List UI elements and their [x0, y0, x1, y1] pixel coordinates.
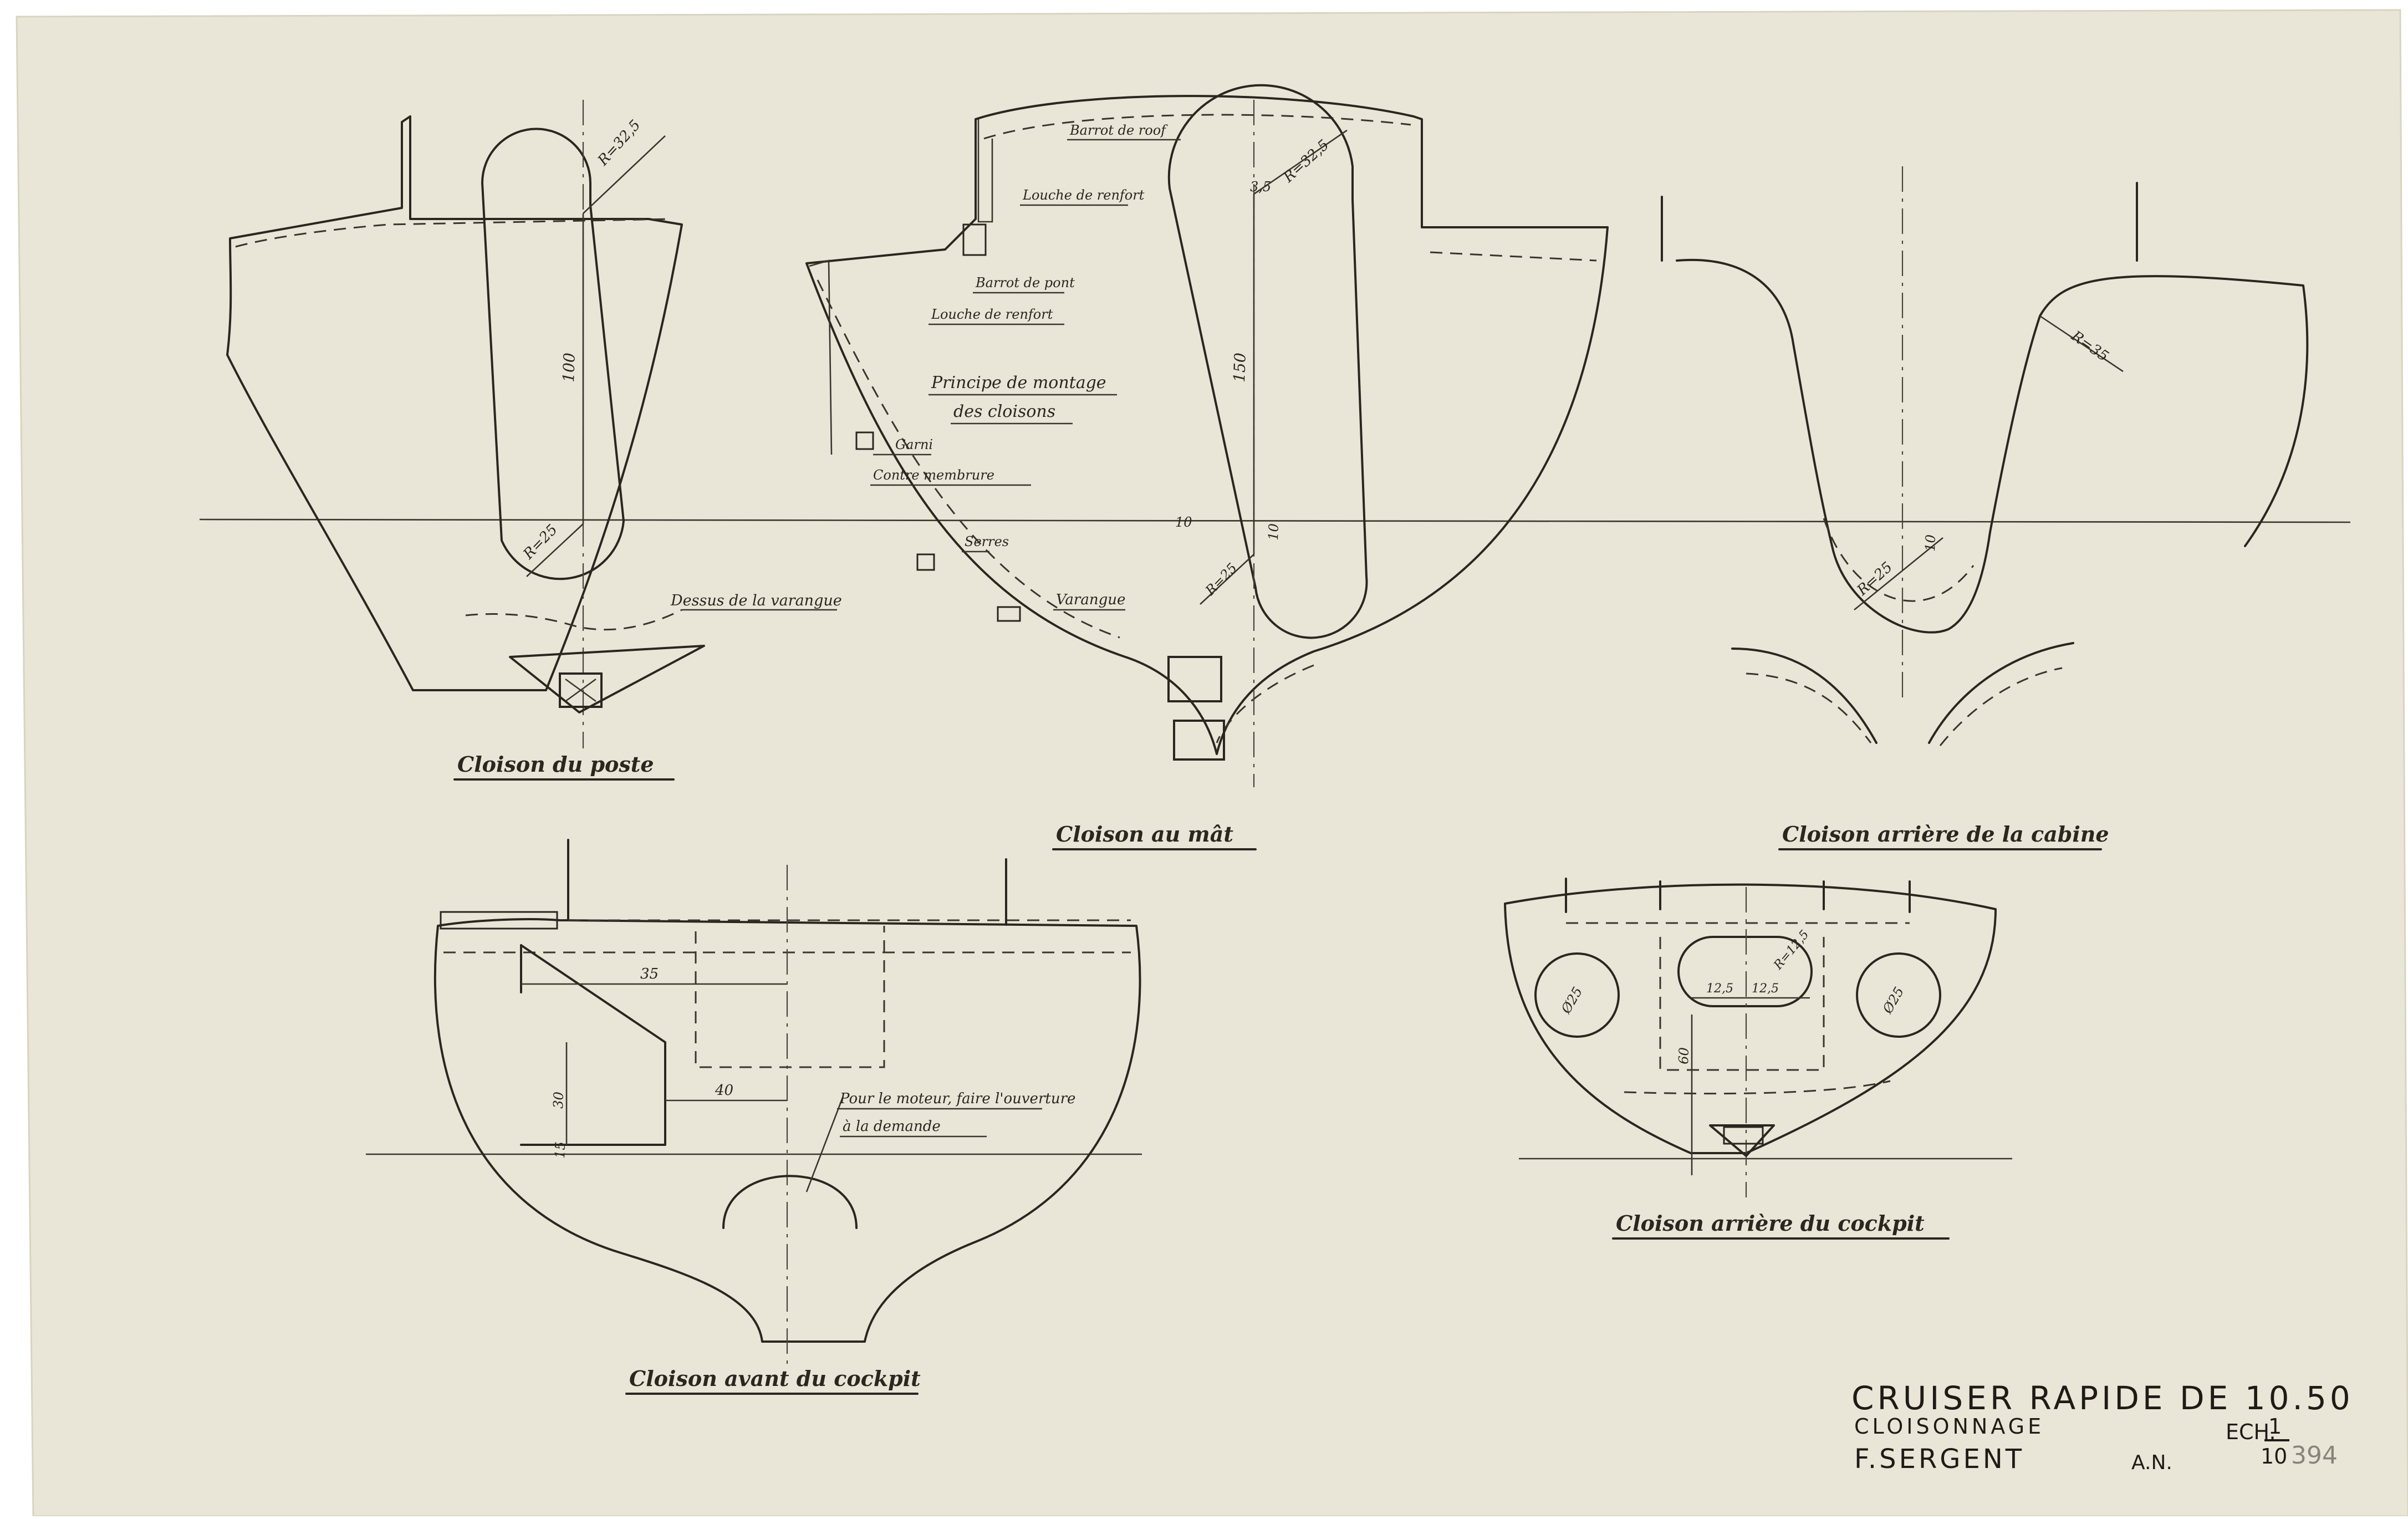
cockpit-arriere-opening [1677, 936, 1813, 1007]
view-cloison-arriere-cockpit: Ø25 Ø25 12,5 12,5 R=12,5 60 Cloison arri… [1504, 878, 2012, 1240]
view-cloison-au-mat: R=32,5 3,5 150 10 10 R=25 Barrot de roof… [805, 84, 1609, 850]
mat-block-2 [916, 553, 935, 571]
mat-note-principe-2: des cloisons [953, 402, 1055, 421]
initials-text: A.N. [2131, 1451, 2172, 1474]
mat-note-principe-1: Principe de montage [931, 373, 1106, 393]
title-text: CRUISER RAPIDE DE 10.50 [1851, 1379, 2354, 1417]
cockpit-avant-engine-arch [722, 1175, 858, 1229]
subtitle-text: CLOISONNAGE [1854, 1414, 2044, 1439]
author-text: F.SERGENT [1854, 1444, 2024, 1475]
cockpit-avant-dim-40-label: 40 [715, 1082, 733, 1099]
mat-keel-top [1167, 656, 1222, 702]
cockpit-arriere-bottom-dash [1624, 1080, 1891, 1095]
mat-opening [1167, 84, 1368, 639]
cockpit-avant-note-leader [805, 1097, 844, 1192]
mat-block-3 [997, 606, 1021, 622]
cockpit-arriere-box-dash [1659, 937, 1825, 1071]
poste-varangue-note: Dessus de la varangue [670, 592, 842, 609]
cockpit-arriere-dim-height-label: 60 [1676, 1047, 1692, 1065]
cockpit-avant-cutout [520, 944, 666, 1146]
mat-dim-rtop [1253, 129, 1348, 195]
scale-denominator: 10 [2261, 1444, 2287, 1469]
poste-dim-rtop [583, 135, 666, 214]
scale-numerator: 1 [2268, 1414, 2282, 1439]
poste-keel-section [559, 672, 603, 708]
poste-opening [481, 128, 625, 580]
poste-keel-hatch [565, 678, 596, 702]
cabine-left-cheek [1676, 258, 1833, 547]
mat-note-louche-2: Louche de renfort [931, 307, 1053, 322]
mat-roof-beam [977, 119, 993, 223]
cabine-caption: Cloison arrière de la cabine [1782, 822, 2109, 847]
cabine-dim-offset: 10 [1922, 534, 1938, 552]
cockpit-avant-dim-30-label: 30 [550, 1092, 567, 1109]
cockpit-avant-dim-35-label: 35 [640, 966, 659, 982]
poste-outline [226, 115, 683, 691]
cockpit-arriere-dim-half-left: 12,5 [1706, 982, 1733, 996]
poste-caption: Cloison du poste [457, 752, 654, 777]
cockpit-arriere-port-right [1856, 952, 1941, 1038]
view-cloison-avant-cockpit: 35 40 30 15 Pour le moteur, faire l'ouve… [366, 839, 1142, 1395]
cabine-dim-rbot [1854, 537, 1943, 611]
poste-deck-line [235, 218, 671, 248]
cabine-keel-right [1928, 642, 2074, 744]
poste-varangue-line [465, 609, 682, 631]
cabine-keel-left-dash [1746, 672, 1872, 743]
cockpit-arriere-port-left [1534, 952, 1620, 1038]
mat-dim-offset-top: 3,5 [1250, 179, 1271, 195]
mat-note-varangue: Varangue [1056, 592, 1125, 608]
cockpit-arriere-keel-section [1723, 1126, 1764, 1145]
cockpit-arriere-outline [1504, 883, 1997, 1154]
cockpit-avant-dim-15-label: 15 [552, 1141, 568, 1159]
poste-dim-rbot [526, 523, 584, 577]
mat-caption: Cloison au mât [1056, 822, 1233, 847]
title-block: CRUISER RAPIDE DE 10.50 CLOISONNAGE ECH.… [1851, 1379, 2354, 1475]
poste-dim-height-label: 100 [559, 353, 579, 383]
cabine-keel-left [1731, 648, 1878, 744]
cockpit-avant-outline [433, 918, 1141, 1343]
mat-note-garni: Garni [895, 437, 933, 452]
mat-dim-rbot [1200, 554, 1254, 605]
cabine-inner-dash [1823, 518, 1975, 602]
mat-dim-height-label: 150 [1230, 353, 1249, 383]
poste-keel-block [509, 645, 705, 713]
cabine-dim-rtop [2039, 315, 2124, 373]
mat-note-barrot-pont: Barrot de pont [975, 275, 1075, 290]
mat-clamp [809, 259, 833, 455]
cockpit-avant-box-dash [695, 926, 885, 1068]
mat-dim-offset-mid: 10 [1175, 514, 1192, 530]
cabine-cutout [1831, 275, 2309, 634]
mat-note-serres: Serres [965, 534, 1009, 549]
mat-note-contre: Contre membrure [873, 467, 994, 483]
stock-number: 394 [2291, 1441, 2338, 1470]
cockpit-arriere-dim-half-right: 12,5 [1752, 982, 1779, 996]
mat-dim-offset-bottom: 10 [1266, 523, 1282, 541]
paper [16, 9, 2408, 1517]
mat-outline [805, 95, 1609, 755]
cockpit-arriere-keel-block [1709, 1124, 1775, 1157]
mat-roof-dash [983, 114, 1411, 140]
mat-note-louche-1: Louche de renfort [1022, 187, 1145, 203]
mat-deck-beam [962, 223, 987, 256]
cockpit-avant-deck-block [440, 911, 558, 930]
cockpit-avant-caption: Cloison avant du cockpit [629, 1366, 921, 1391]
mat-block-1 [855, 431, 874, 450]
mat-keel-bottom [1173, 720, 1225, 761]
cockpit-avant-note-1: Pour le moteur, faire l'ouverture [839, 1090, 1075, 1107]
cabine-keel-right-dash [1939, 667, 2063, 746]
mat-deck-dash [1430, 251, 1597, 262]
cockpit-arriere-caption: Cloison arrière du cockpit [1616, 1211, 1925, 1236]
cockpit-avant-note-2: à la demande [843, 1118, 941, 1135]
mat-note-barrot-roof: Barrot de roof [1069, 123, 1168, 138]
mat-hull-dash-2 [1216, 664, 1314, 743]
